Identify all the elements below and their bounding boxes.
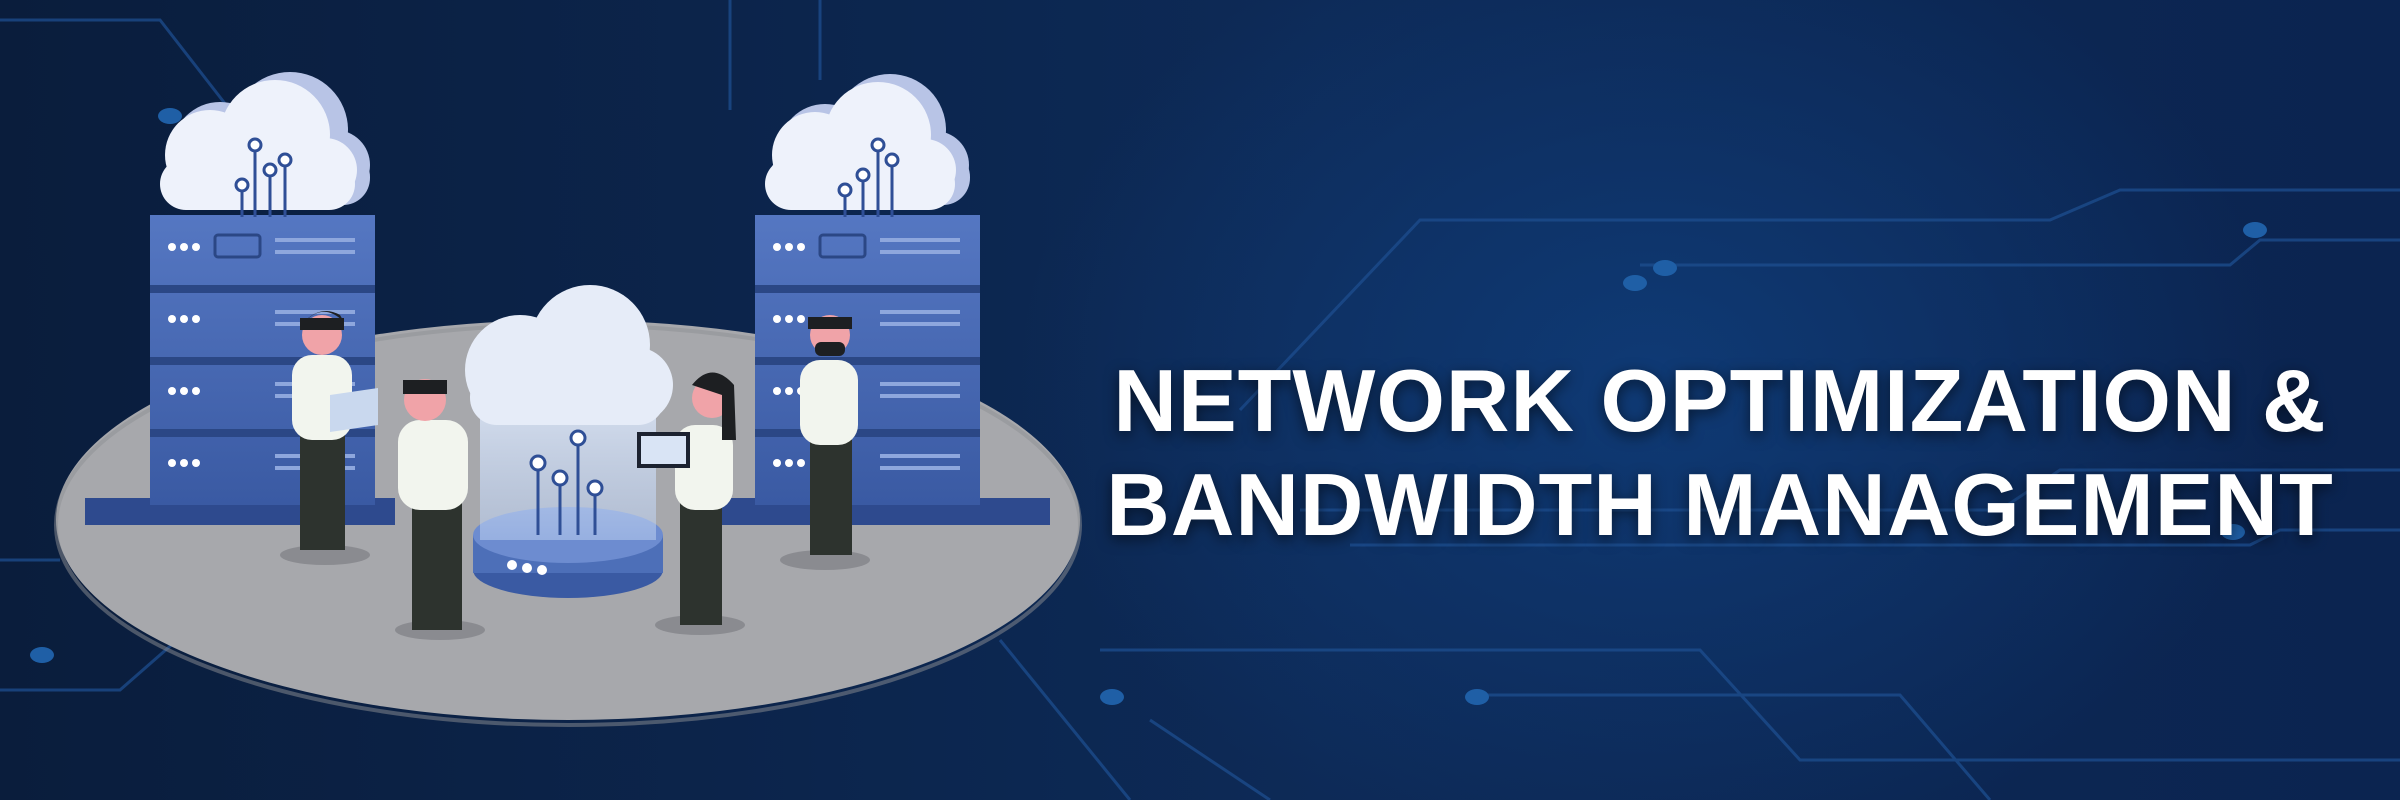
network-illustration <box>54 72 1082 727</box>
laptop-icon <box>330 388 378 432</box>
person-icon <box>280 311 378 565</box>
cloud-icon <box>160 72 370 217</box>
page-title: NETWORK OPTIMIZATION & BANDWIDTH MANAGEM… <box>1050 349 2390 557</box>
cloud-icon <box>765 74 970 217</box>
title-line-1: NETWORK OPTIMIZATION & <box>1113 350 2327 450</box>
person-icon <box>395 379 485 640</box>
cloud-hub <box>465 285 673 598</box>
laptop-icon <box>637 432 690 468</box>
server-rack-icon <box>720 215 1050 525</box>
person-icon <box>637 372 745 635</box>
title-line-2: BANDWIDTH MANAGEMENT <box>1106 454 2334 554</box>
person-icon <box>780 315 870 570</box>
